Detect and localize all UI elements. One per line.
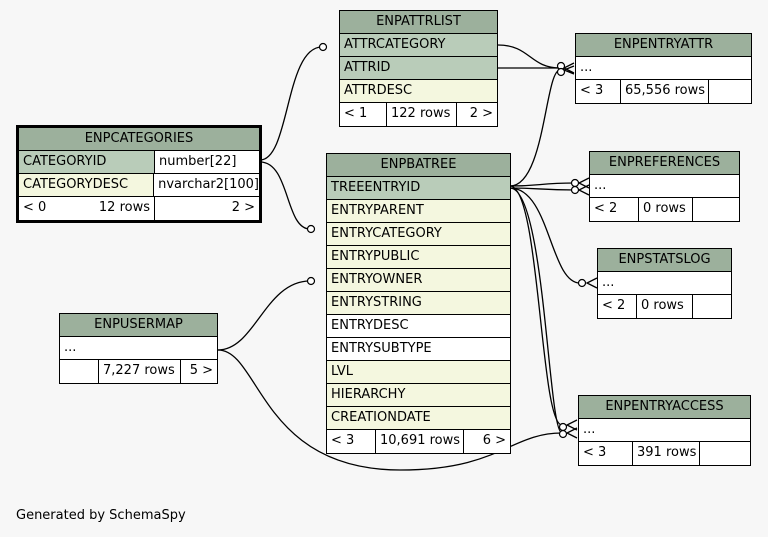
table-title: ENPUSERMAP <box>60 314 217 337</box>
table-title: ENPATTRLIST <box>340 11 497 34</box>
table-footer: < 2 0 rows <box>598 295 731 318</box>
edge-marker <box>558 422 568 432</box>
row-count: 12 rows <box>98 200 150 215</box>
parent-count: < 2 <box>602 298 626 313</box>
parent-count <box>60 360 98 383</box>
column-categorydesc: CATEGORYDESC nvarchar2[100] <box>19 174 259 197</box>
table-enpcategories[interactable]: ENPCATEGORIES CATEGORYID number[22] CATE… <box>16 125 262 223</box>
edge-batree-statslog <box>509 187 581 284</box>
column-type: number[22] <box>154 151 259 173</box>
table-title: ENPREFERENCES <box>590 152 739 175</box>
row-count: 65,556 rows <box>620 80 708 103</box>
edge-marker <box>306 276 316 286</box>
table-footer: < 3 65,556 rows <box>576 80 751 103</box>
table-enpbatree[interactable]: ENPBATREE TREEENTRYID ENTRYPARENT ENTRYC… <box>326 153 511 454</box>
child-count <box>692 295 731 318</box>
table-footer: < 3 391 rows <box>579 442 750 465</box>
child-count <box>708 80 751 103</box>
column-entrysubtype: ENTRYSUBTYPE <box>327 338 510 361</box>
edge-batree-preferences-1 <box>509 182 576 187</box>
table-footer: < 0 12 rows 2 > <box>19 197 259 220</box>
table-footer: < 3 10,691 rows 6 > <box>327 430 510 453</box>
edge-marker <box>318 42 328 52</box>
child-count: 2 > <box>154 197 259 220</box>
row-count: 122 rows <box>386 103 456 126</box>
column-entrydesc: ENTRYDESC <box>327 315 510 338</box>
column-hierarchy: HIERARCHY <box>327 384 510 407</box>
column-attrcategory: ATTRCATEGORY <box>340 34 497 57</box>
parent-count: < 3 <box>583 445 607 460</box>
edge-marker <box>577 278 587 288</box>
edge-marker <box>570 178 580 188</box>
table-footer: < 2 0 rows <box>590 198 739 221</box>
edge-usermap-entryaccess <box>217 349 563 471</box>
column-attrdesc: ATTRDESC <box>340 80 497 103</box>
parent-count: < 2 <box>594 201 618 216</box>
edge-categories-batree <box>259 161 311 230</box>
column-attrid: ATTRID <box>340 57 497 80</box>
edge-categories-attrlist <box>259 46 323 161</box>
row-count: 7,227 rows <box>98 360 180 383</box>
column-treeentryid: TREEENTRYID <box>327 177 510 200</box>
column-entrycategory: ENTRYCATEGORY <box>327 223 510 246</box>
column-lvl: LVL <box>327 361 510 384</box>
table-enpentryattr[interactable]: ENPENTRYATTR ... < 3 65,556 rows <box>575 33 752 104</box>
generated-by-caption: Generated by SchemaSpy <box>16 508 186 523</box>
edge-batree-preferences-2 <box>509 187 576 191</box>
table-title: ENPBATREE <box>327 154 510 177</box>
edge-marker <box>558 429 568 439</box>
child-count: 5 > <box>180 360 217 383</box>
crowfoot-preferences <box>577 177 590 196</box>
parent-count: < 1 <box>344 106 368 121</box>
row-count: 0 rows <box>638 198 692 221</box>
table-title: ENPCATEGORIES <box>19 128 259 151</box>
column-entryowner: ENTRYOWNER <box>327 269 510 292</box>
edge-batree-entryaccess-2 <box>509 187 563 434</box>
table-body: ... <box>590 175 739 198</box>
table-enppreferences[interactable]: ENPREFERENCES ... < 2 0 rows <box>589 151 740 222</box>
edge-usermap-batree <box>217 280 311 351</box>
column-categoryid: CATEGORYID number[22] <box>19 151 259 174</box>
child-count: 2 > <box>456 103 497 126</box>
edge-batree-entryattr <box>509 69 561 187</box>
column-name: CATEGORYID <box>19 151 154 173</box>
table-body: ... <box>576 57 751 80</box>
column-creationdate: CREATIONDATE <box>327 407 510 430</box>
table-enpusermap[interactable]: ENPUSERMAP ... 7,227 rows 5 > <box>59 313 218 384</box>
column-type: nvarchar2[100] <box>153 174 259 196</box>
table-footer: 7,227 rows 5 > <box>60 360 217 383</box>
table-footer: < 1 122 rows 2 > <box>340 103 497 126</box>
table-enpstatslog[interactable]: ENPSTATSLOG ... < 2 0 rows <box>597 248 732 319</box>
edge-attrlist-entryattr-1 <box>497 44 561 69</box>
row-count: 0 rows <box>636 295 692 318</box>
child-count <box>699 442 750 465</box>
row-count: 391 rows <box>632 442 699 465</box>
parent-count: < 0 <box>23 200 47 215</box>
parent-count: < 3 <box>580 83 604 98</box>
table-title: ENPENTRYATTR <box>576 34 751 57</box>
edge-marker <box>306 224 316 234</box>
column-name: CATEGORYDESC <box>19 174 154 196</box>
column-entrystring: ENTRYSTRING <box>327 292 510 315</box>
edge-batree-entryaccess-1 <box>509 185 563 426</box>
crowfoot-entryattr <box>562 62 575 75</box>
table-enpentryaccess[interactable]: ENPENTRYACCESS ... < 3 391 rows <box>578 395 751 466</box>
table-body: ... <box>60 337 217 360</box>
column-entrypublic: ENTRYPUBLIC <box>327 246 510 269</box>
child-count <box>692 198 739 221</box>
edge-marker <box>556 67 566 77</box>
table-body: ... <box>579 419 750 442</box>
edge-marker <box>570 185 580 195</box>
table-title: ENPSTATSLOG <box>598 249 731 272</box>
table-enpattrlist[interactable]: ENPATTRLIST ATTRCATEGORY ATTRID ATTRDESC… <box>339 10 498 127</box>
child-count: 6 > <box>463 430 510 453</box>
crowfoot-entryaccess <box>565 419 578 439</box>
column-entryparent: ENTRYPARENT <box>327 200 510 223</box>
row-count: 10,691 rows <box>375 430 463 453</box>
crowfoot-statslog <box>585 277 598 289</box>
table-title: ENPENTRYACCESS <box>579 396 750 419</box>
parent-count: < 3 <box>331 433 355 448</box>
table-body: ... <box>598 272 731 295</box>
